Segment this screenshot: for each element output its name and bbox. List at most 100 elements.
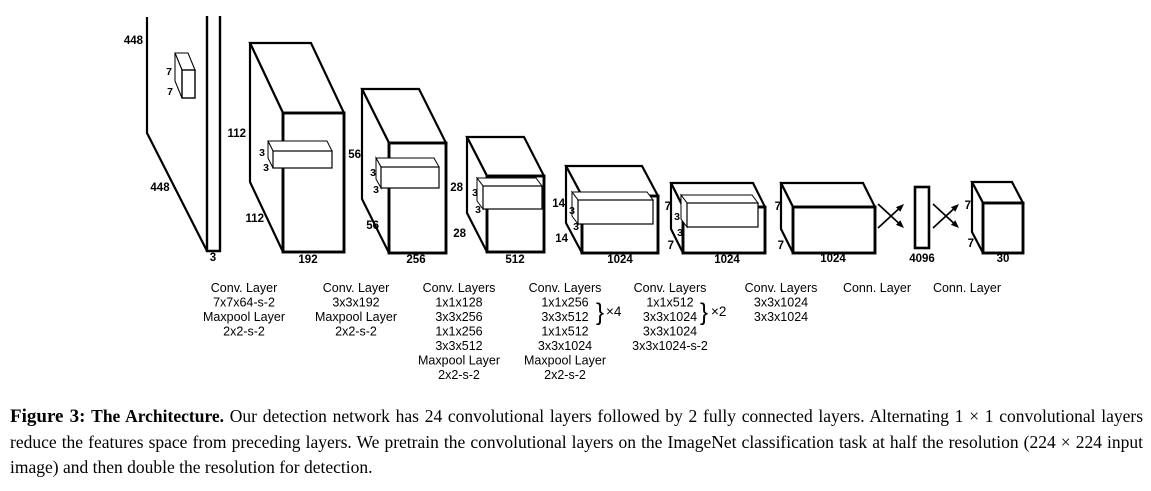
fc2-arrow-up — [932, 206, 956, 229]
conv-block-3-kernel-front-face — [482, 185, 543, 210]
conv-block-6-front-face — [791, 205, 877, 255]
layer-column-line: Conv. Layers — [423, 281, 496, 295]
layer-column-line: 3x3x512 — [435, 339, 482, 353]
kernel-dim-label: 3 — [263, 162, 269, 174]
kernel-dim-label: 3 — [259, 147, 265, 159]
dim-label: 112 — [245, 213, 264, 225]
fc2-arrow-up-head — [950, 204, 959, 212]
kernel-dim-label: 3 — [677, 227, 683, 239]
figure-caption-body: Our detection network has 24 convolution… — [10, 406, 1144, 477]
repeat-count-label: ×4 — [606, 304, 622, 319]
dim-label: 448 — [150, 182, 170, 194]
conv-block-1-front-face — [281, 111, 346, 254]
layer-column-line: 1x1x512 — [646, 296, 693, 310]
layer-column-line: 2x2-s-2 — [223, 325, 265, 339]
fc1-arrow-down-head — [895, 220, 904, 228]
kernel-dim-label: 3 — [370, 167, 376, 179]
layer-column-line: Maxpool Layer — [418, 354, 500, 368]
figure-caption: Figure 3: The Architecture. Our detectio… — [10, 404, 1143, 479]
input-kernel-front-face — [181, 69, 196, 99]
layer-column-line: 3x3x256 — [435, 310, 482, 324]
kernel-dim-label: 3 — [573, 221, 579, 233]
layer-column-line: 3x3x1024 — [754, 296, 808, 310]
layer-column-line: 1x1x512 — [541, 325, 588, 339]
layer-column-line: 2x2-s-2 — [438, 368, 480, 382]
figure-label: Figure 3: — [10, 406, 86, 427]
kernel-dim-label: 7 — [166, 66, 172, 78]
conv-block-5-kernel-top-face — [680, 194, 759, 204]
fc-vector — [913, 185, 931, 250]
layer-column-line: 2x2-s-2 — [335, 325, 377, 339]
layer-column-line: 3x3x512 — [541, 310, 588, 324]
dim-label: 30 — [997, 253, 1010, 265]
conv-block-3-kernel-top-face — [476, 177, 543, 187]
conv-block-6-top-face — [779, 181, 877, 209]
dim-label: 56 — [366, 220, 379, 232]
layer-column-line: 3x3x192 — [332, 296, 379, 310]
layer-column-line: 2x2-s-2 — [544, 368, 586, 382]
fc1-arrow-up — [877, 206, 901, 229]
layer-column-line: Conv. Layer — [211, 281, 277, 295]
input-plane-back-edge — [145, 17, 208, 252]
layer-column-line: Conv. Layers — [529, 281, 602, 295]
dim-label: 448 — [124, 35, 144, 47]
conv-block-5-kernel-front-face — [686, 202, 759, 228]
fc1-arrow-down — [877, 203, 901, 226]
kernel-dim-label: 3 — [472, 187, 478, 199]
dim-label: 7 — [665, 201, 671, 213]
dim-label: 28 — [453, 228, 466, 240]
layer-column-line: 7x7x64-s-2 — [213, 296, 275, 310]
dim-label: 1024 — [714, 254, 740, 266]
dim-label: 7 — [968, 238, 974, 250]
repeat-brace: } — [596, 299, 604, 326]
output-tensor-front-face — [981, 201, 1025, 255]
conv-block-1-kernel-top-face — [267, 140, 333, 152]
layer-column-line: 3x3x1024 — [754, 310, 808, 324]
dim-label: 7 — [668, 240, 674, 252]
repeat-count-label: ×2 — [711, 304, 726, 319]
dim-label: 112 — [227, 128, 246, 140]
conv-block-2-kernel-top-face — [375, 157, 440, 168]
kernel-dim-label: 3 — [569, 205, 575, 217]
fc2-arrow-down — [932, 203, 956, 226]
dim-label: 56 — [348, 149, 361, 161]
fc2-arrow-down-head — [950, 220, 959, 228]
dim-label: 1024 — [607, 254, 633, 266]
layer-column-line: Conv. Layers — [745, 281, 818, 295]
conv-block-1-kernel-front-face — [272, 150, 333, 169]
layer-column-line: Maxpool Layer — [524, 354, 606, 368]
layer-column-line: 1x1x256 — [435, 325, 482, 339]
dim-label: 14 — [552, 198, 565, 210]
layer-column-line: Conn. Layer — [843, 281, 911, 295]
figure-title: The Architecture. — [91, 406, 225, 426]
layer-column-line: Maxpool Layer — [203, 310, 285, 324]
layer-column-line: 3x3x1024 — [643, 310, 697, 324]
layer-column-line: Maxpool Layer — [315, 310, 397, 324]
dim-label: 512 — [505, 254, 524, 266]
conv-block-4-kernel-front-face — [577, 199, 654, 225]
kernel-dim-label: 3 — [475, 204, 481, 216]
conv-block-4-kernel-top-face — [571, 191, 654, 201]
layer-column-line: Conv. Layer — [323, 281, 389, 295]
layer-column-line: 3x3x1024 — [538, 339, 592, 353]
layer-column-line: Conv. Layers — [634, 281, 707, 295]
dim-label: 3 — [210, 252, 216, 264]
dim-label: 7 — [778, 240, 784, 252]
kernel-dim-label: 3 — [674, 211, 680, 223]
layer-column-line: 1x1x256 — [541, 296, 588, 310]
layer-column-line: Conn. Layer — [933, 281, 1001, 295]
dim-label: 28 — [450, 182, 463, 194]
dim-label: 1024 — [820, 253, 846, 265]
dim-label: 192 — [298, 254, 317, 266]
input-plane-slab — [205, 16, 222, 253]
dim-label: 256 — [406, 254, 425, 266]
layer-column-line: 1x1x128 — [435, 296, 482, 310]
dim-label: 14 — [555, 233, 568, 245]
layer-column-line: 3x3x1024 — [643, 325, 697, 339]
dim-label: 4096 — [909, 253, 935, 265]
conv-block-2-kernel-front-face — [380, 166, 440, 189]
fc1-arrow-up-head — [895, 204, 904, 212]
layer-column-line: 3x3x1024-s-2 — [632, 339, 708, 353]
kernel-dim-label: 3 — [373, 184, 379, 196]
